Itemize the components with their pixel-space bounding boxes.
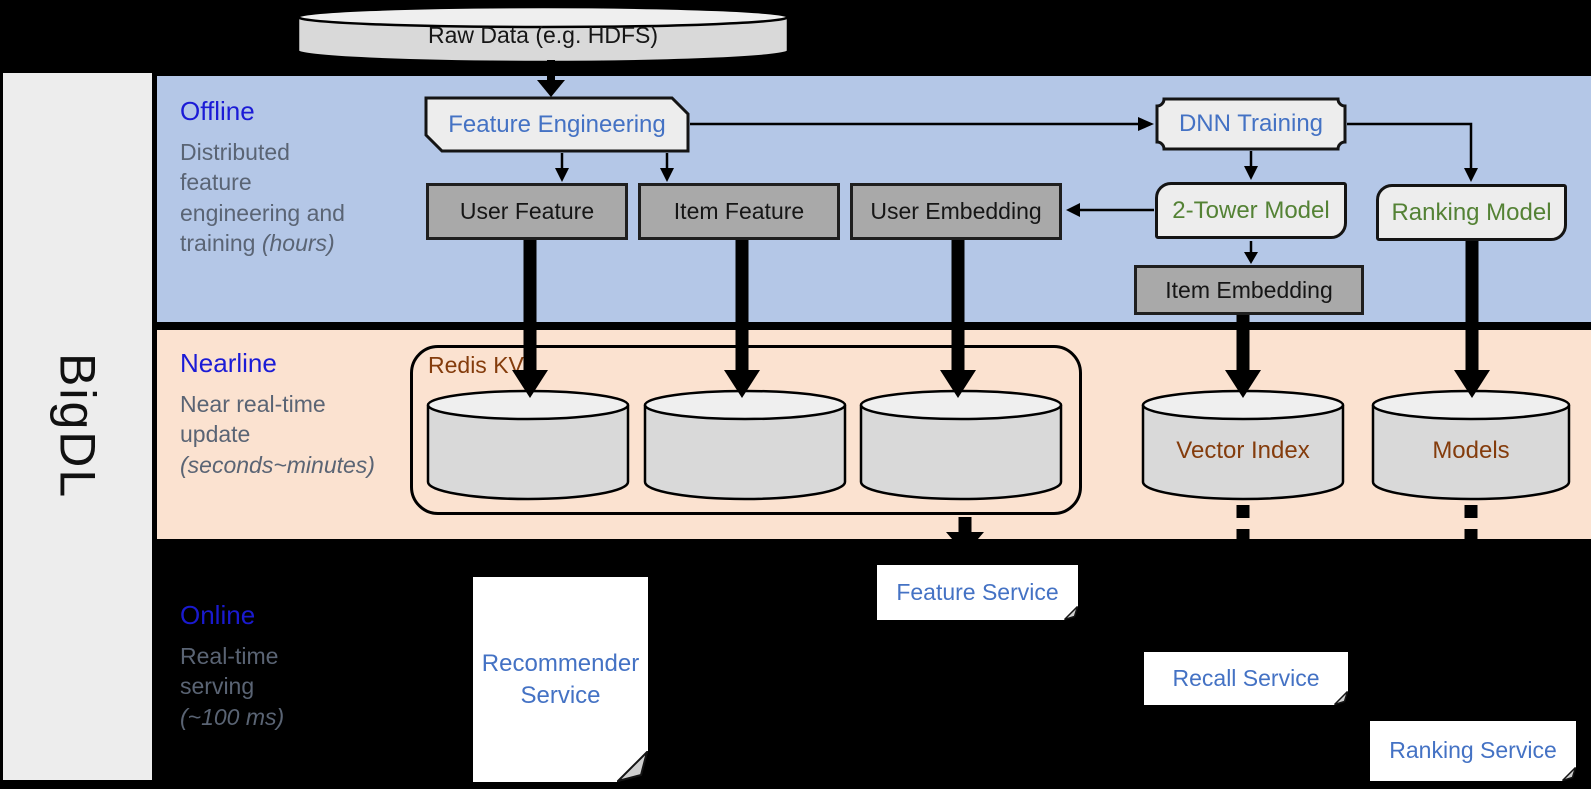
two-tower-model-box: 2-Tower Model <box>1155 182 1347 239</box>
feature-engineering-shape <box>424 96 690 158</box>
redis-kv-label: Redis KV <box>428 352 524 378</box>
folded-corner-icon <box>617 751 648 782</box>
cylinder-shape-icon <box>1141 389 1345 501</box>
models-label: Models <box>1432 436 1510 464</box>
item-feature-box: Item Feature <box>638 183 840 240</box>
offline-band-label: Offline Distributed feature engineering … <box>180 96 405 258</box>
ranking-service-doc: Ranking Service <box>1370 721 1576 781</box>
plaque-shape-icon <box>1155 97 1347 151</box>
dnn-training-shape <box>1155 97 1347 156</box>
feature-service-doc: Feature Service <box>877 565 1078 620</box>
redis-cylinder-3 <box>858 388 1064 508</box>
offline-title: Offline <box>180 96 255 126</box>
ranking-model-box: Ranking Model <box>1376 184 1567 241</box>
folded-corner-icon <box>1334 691 1348 705</box>
cylinder-shape-icon <box>643 389 847 501</box>
user-feature-box: User Feature <box>426 183 628 240</box>
nearline-description: Near real-time update(seconds~minutes) <box>180 389 405 480</box>
folded-corner-icon <box>1064 606 1078 620</box>
bigdl-vertical-label: BigDL <box>49 353 106 500</box>
card-shape-icon <box>424 96 690 153</box>
online-description-note: (~100 ms) <box>180 703 285 730</box>
redis-cylinder-2 <box>642 388 848 508</box>
raw-data-label: Raw Data (e.g. HDFS) <box>427 21 659 48</box>
ranking-service-label: Ranking Service <box>1389 737 1557 764</box>
recall-service-label: Recall Service <box>1172 664 1320 691</box>
raw-data-cylinder <box>295 4 791 64</box>
recommender-service-label: Recommender Service <box>481 650 640 709</box>
recommender-service-doc: Recommender Service <box>473 577 648 782</box>
cylinder-shape-icon <box>296 5 790 64</box>
cylinder-shape-icon <box>426 389 630 501</box>
recall-service-doc: Recall Service <box>1144 652 1348 705</box>
nearline-band-label: Nearline Near real-time update(seconds~m… <box>180 348 405 480</box>
folded-corner-icon <box>1562 767 1576 781</box>
redis-cylinder-1 <box>425 388 631 508</box>
nearline-description-note: (seconds~minutes) <box>180 451 375 478</box>
vector-index-label: Vector Index <box>1176 436 1310 464</box>
nearline-title: Nearline <box>180 348 277 378</box>
online-title: Online <box>180 600 256 630</box>
models-cylinder <box>1370 388 1572 508</box>
online-band-label: Online Real-time serving(~100 ms) <box>180 600 405 732</box>
feature-service-label: Feature Service <box>896 578 1059 605</box>
cylinder-shape-icon <box>859 389 1063 501</box>
vector-index-cylinder <box>1140 388 1346 508</box>
item-embedding-box: Item Embedding <box>1134 265 1364 315</box>
user-embedding-box: User Embedding <box>850 183 1062 240</box>
online-description: Real-time serving(~100 ms) <box>180 641 405 732</box>
offline-description-note: (hours) <box>261 230 335 257</box>
cylinder-shape-icon <box>1371 389 1571 501</box>
offline-description: Distributed feature engineering and trai… <box>180 139 345 257</box>
bigdl-sidebar: BigDL <box>3 73 152 780</box>
dnn-training-label: DNN Training <box>1178 110 1324 137</box>
feature-engineering-label: Feature Engineering <box>448 110 666 138</box>
